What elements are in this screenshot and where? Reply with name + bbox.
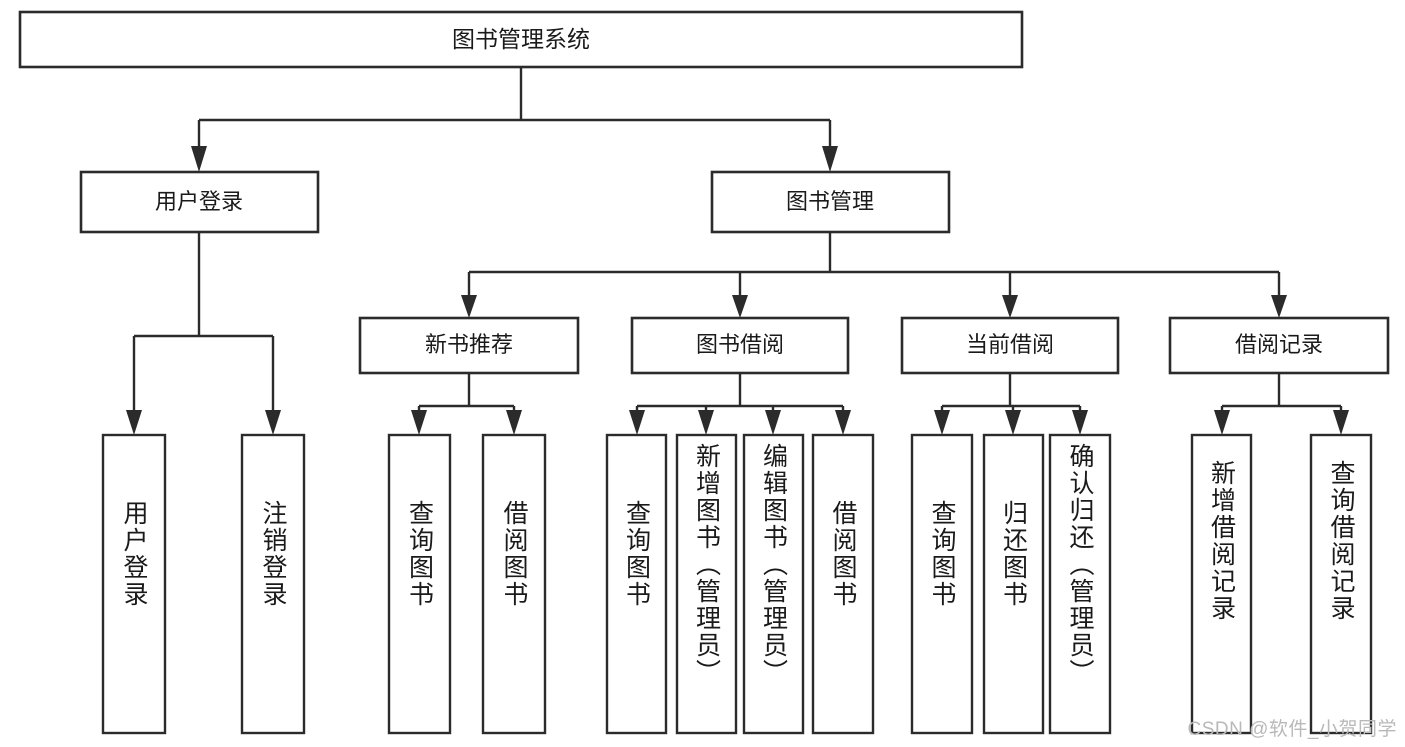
node-book-borrow[interactable]: 图书借阅 bbox=[630, 316, 850, 375]
arrow-icon-borrow-leaf-2 bbox=[698, 410, 714, 435]
leaf-box-borrow-book-a[interactable] bbox=[481, 433, 547, 735]
leaf-box-query-book-b[interactable] bbox=[605, 433, 668, 735]
arrow-icon-newbook-leaf-2 bbox=[506, 410, 522, 435]
node-borrow-record[interactable]: 借阅记录 bbox=[1168, 316, 1390, 375]
arrow-icon-current-leaf-3 bbox=[1072, 410, 1088, 435]
node-label-new-book-recommend: 新书推荐 bbox=[425, 332, 513, 357]
node-label-book-borrow: 图书借阅 bbox=[696, 332, 784, 357]
watermark-text: CSDN @软件_小贺同学 bbox=[1187, 719, 1397, 740]
arrow-icon-to-current bbox=[1002, 295, 1018, 318]
leaf-box-return-book[interactable] bbox=[982, 433, 1045, 735]
arrow-icon-userlogin-leaf-1 bbox=[126, 410, 142, 435]
arrow-icon-to-newbook bbox=[461, 295, 477, 318]
arrow-icon-to-book-mgmt bbox=[822, 146, 838, 172]
node-book-management[interactable]: 图书管理 bbox=[710, 170, 951, 234]
arrow-icon-userlogin-leaf-2 bbox=[265, 410, 281, 435]
arrow-icon-to-user-login bbox=[191, 146, 207, 172]
leaf-box-add-book[interactable] bbox=[675, 433, 738, 735]
leaf-box-query-book-a[interactable] bbox=[387, 433, 452, 735]
node-label-borrow-record: 借阅记录 bbox=[1235, 332, 1323, 357]
arrow-icon-record-leaf-2 bbox=[1333, 410, 1349, 435]
leaf-box-edit-book[interactable] bbox=[742, 433, 805, 735]
leaf-box-query-book-c[interactable] bbox=[910, 433, 974, 735]
arrow-icon-current-leaf-1 bbox=[934, 410, 950, 435]
leaf-box-layer bbox=[101, 433, 1373, 735]
node-new-book-recommend[interactable]: 新书推荐 bbox=[358, 316, 580, 375]
node-label-current-borrow: 当前借阅 bbox=[966, 332, 1054, 357]
leaf-box-confirm-return[interactable] bbox=[1048, 433, 1112, 735]
arrow-icon-record-leaf-1 bbox=[1214, 410, 1230, 435]
leaf-box-query-record[interactable] bbox=[1309, 433, 1373, 735]
arrow-icon-borrow-leaf-3 bbox=[765, 410, 781, 435]
node-label-root: 图书管理系统 bbox=[452, 26, 590, 52]
leaf-box-add-record[interactable] bbox=[1190, 433, 1253, 735]
arrow-icon-to-record bbox=[1271, 295, 1287, 318]
node-user-login[interactable]: 用户登录 bbox=[79, 170, 320, 234]
arrow-icon-to-borrow bbox=[732, 295, 748, 318]
node-root-system[interactable]: 图书管理系统 bbox=[18, 10, 1024, 69]
leaf-box-logout[interactable] bbox=[240, 433, 306, 735]
arrowhead-layer bbox=[126, 146, 1349, 435]
node-current-borrow[interactable]: 当前借阅 bbox=[900, 316, 1120, 375]
node-label-user-login: 用户登录 bbox=[155, 189, 243, 214]
node-label-book-management: 图书管理 bbox=[786, 189, 874, 214]
leaf-box-user-login[interactable] bbox=[101, 433, 167, 735]
arrow-icon-newbook-leaf-1 bbox=[411, 410, 427, 435]
arrow-icon-borrow-leaf-4 bbox=[835, 410, 851, 435]
arrow-icon-current-leaf-2 bbox=[1005, 410, 1021, 435]
leaf-box-borrow-book-b[interactable] bbox=[811, 433, 875, 735]
arrow-icon-borrow-leaf-1 bbox=[629, 410, 645, 435]
